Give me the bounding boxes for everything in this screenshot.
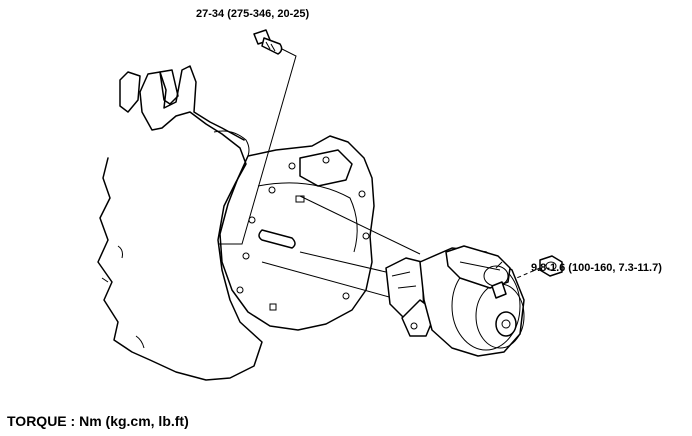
transaxle-housing — [97, 65, 263, 381]
starter-motor — [385, 245, 525, 357]
torque-units-legend: TORQUE : Nm (kg.cm, lb.ft) — [7, 413, 189, 429]
mounting-bolt — [253, 29, 283, 55]
bolt-torque-callout: 27-34 (275-346, 20-25) — [196, 8, 310, 20]
terminal-nut — [539, 255, 563, 277]
nut-torque-callout: 9.8-1.6 (100-160, 7.3-11.7) — [531, 262, 662, 274]
bell-housing — [219, 135, 375, 331]
bolt-leader-line — [218, 45, 297, 245]
projection-lines — [261, 195, 541, 301]
